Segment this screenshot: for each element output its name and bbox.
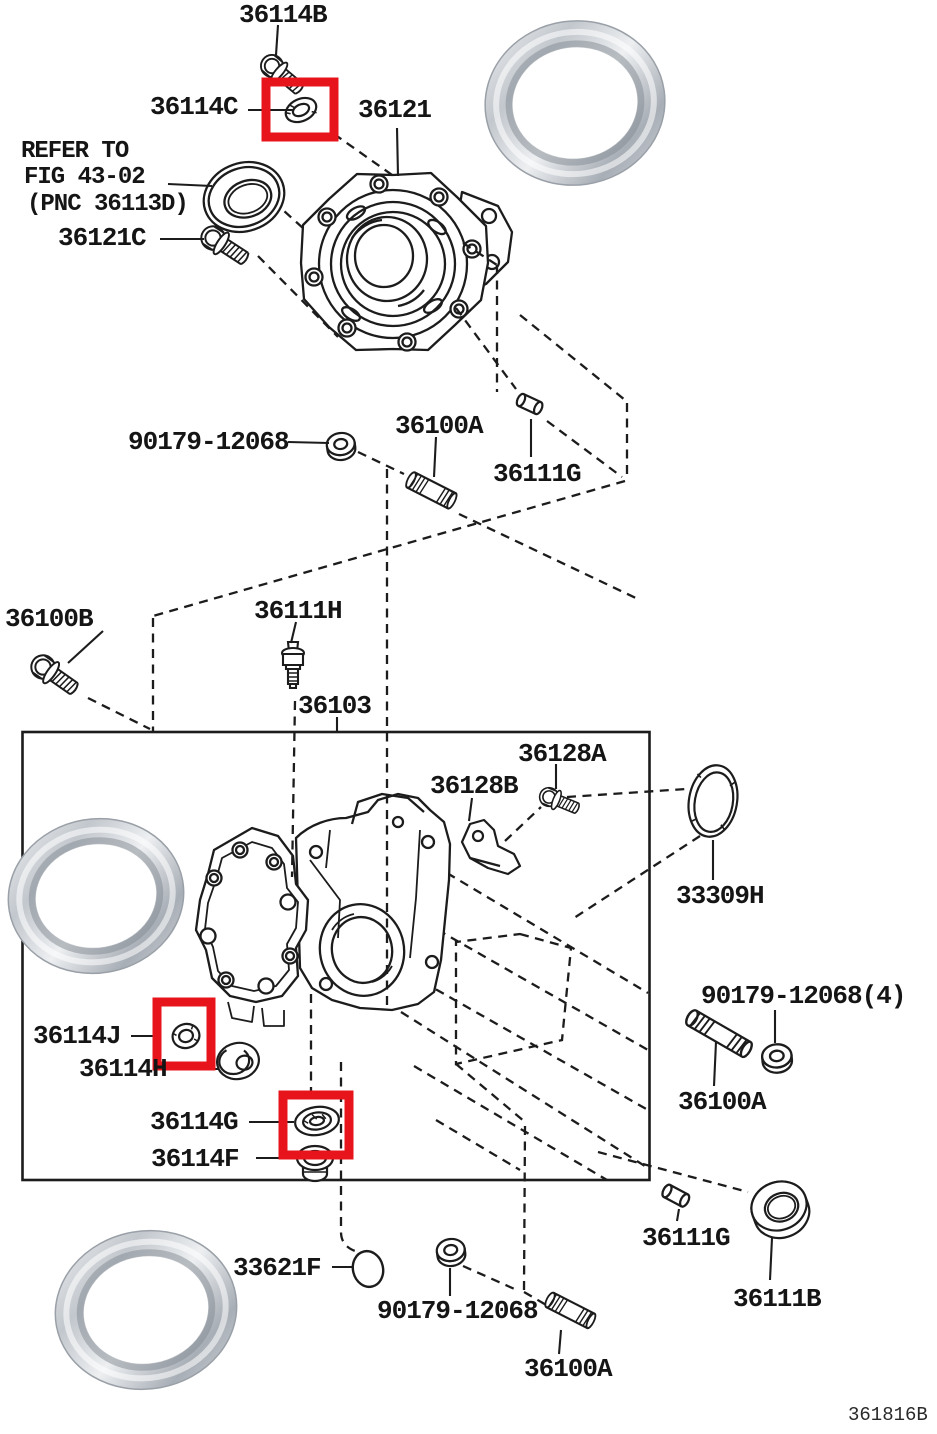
part-label-36114G: 36114G	[150, 1107, 239, 1137]
part-drawing-seal-36111B	[750, 1180, 811, 1240]
part-label-90179-12068-top: 90179-12068	[128, 427, 290, 457]
highlight-boxes	[152, 77, 354, 1160]
part-label-36100A-right: 36100A	[678, 1087, 767, 1117]
part-drawing-gasket-36114G	[294, 1105, 340, 1137]
part-label-36111B: 36111B	[733, 1284, 822, 1314]
highlight-box-36114C	[261, 77, 339, 142]
part-drawing-36121-cover	[299, 171, 514, 352]
reference-note-line2: FIG 43-02	[24, 164, 146, 191]
part-drawing-36103-case	[194, 792, 452, 1027]
part-drawing-bracket-36128B	[460, 818, 522, 876]
part-label-36114H: 36114H	[79, 1054, 168, 1084]
part-drawing-stud-36100A-top	[403, 469, 460, 511]
part-drawing-nut-90179-top	[324, 430, 358, 463]
part-label-33309H: 33309H	[676, 881, 765, 911]
part-drawing-oval-33621F	[351, 1249, 385, 1289]
part-label-36114C: 36114C	[150, 92, 239, 122]
part-label-90179-12068-right: 90179-12068(4)	[701, 981, 906, 1011]
highlight-box-36114G	[278, 1090, 354, 1160]
part-drawing-stud-36100A-bottom	[542, 1290, 599, 1331]
part-label-36111H: 36111H	[254, 596, 343, 626]
metal-ring-photo-top-right	[484, 20, 666, 186]
part-label-36100B: 36100B	[5, 604, 94, 634]
part-label-36114F: 36114F	[151, 1144, 240, 1174]
part-drawing-plug-36114H	[216, 1041, 260, 1081]
highlight-box-36114J	[152, 997, 216, 1071]
part-label-36100A-bottom: 36100A	[524, 1354, 613, 1384]
part-drawing-pin-36111G-bottom	[659, 1182, 693, 1210]
part-drawing-ring-33309H	[687, 764, 739, 838]
part-label-36128B: 36128B	[430, 771, 519, 801]
part-label-36128A: 36128A	[518, 739, 607, 769]
part-label-36121: 36121	[358, 95, 432, 125]
part-label-36103: 36103	[298, 691, 372, 721]
part-drawing-nut-90179-right	[760, 1041, 795, 1076]
part-drawing-washer-36114J	[171, 1022, 201, 1050]
part-drawing-nut-90179-bottom	[434, 1236, 468, 1269]
part-label-36114J: 36114J	[33, 1021, 122, 1051]
drawing-code: 361816B	[848, 1404, 928, 1426]
part-label-36111G-bottom: 36111G	[642, 1223, 731, 1253]
part-drawing-pin-36111G-top	[513, 391, 546, 417]
part-drawing-oil-seal-36113D	[202, 160, 286, 234]
part-drawing-stud-36100A-right	[682, 1007, 756, 1060]
part-label-36121C: 36121C	[58, 223, 147, 253]
part-label-36111G-top: 36111G	[493, 459, 582, 489]
reference-note-line1: REFER TO	[21, 138, 129, 165]
part-drawing-sensor-36111H	[280, 640, 306, 690]
metal-ring-photo-bottom-left	[54, 1229, 238, 1391]
part-label-33621F: 33621F	[233, 1253, 322, 1283]
reference-note-line3: (PNC 36113D)	[27, 191, 189, 218]
part-drawing-bolt-36128A	[535, 783, 583, 820]
part-label-36100A-top: 36100A	[395, 411, 484, 441]
metal-ring-photo-mid-left	[7, 817, 185, 975]
part-drawing-washer-36114C	[284, 96, 318, 124]
part-label-90179-12068-bottom: 90179-12068	[377, 1296, 539, 1326]
assembly-box	[21, 730, 651, 1182]
part-label-36114B: 36114B	[239, 0, 328, 30]
dashed-guide-lines-front	[87, 242, 749, 1307]
